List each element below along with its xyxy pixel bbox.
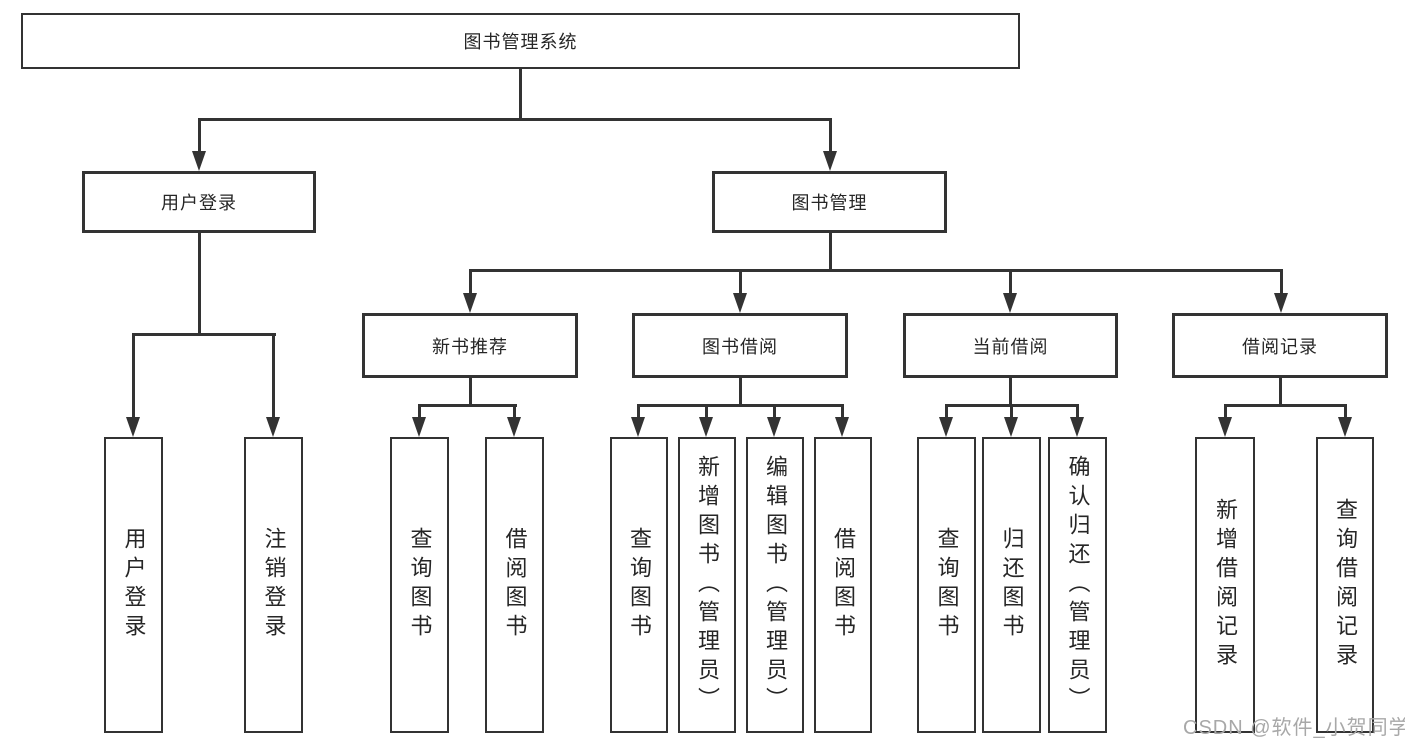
node-new-book-recommend: 新书推荐 — [362, 313, 578, 378]
arrow-down-icon — [192, 151, 206, 171]
watermark: CSDN @软件_小贺同学 — [1183, 717, 1405, 739]
leaf-label: 查询图书 — [934, 527, 960, 643]
leaf-borrow-books: 借阅图书 — [814, 437, 872, 733]
connector-line — [829, 118, 832, 154]
connector-line — [1224, 404, 1227, 422]
connector-line — [1279, 377, 1282, 407]
leaf-query-books: 查询图书 — [610, 437, 668, 733]
connector-line — [198, 118, 832, 121]
leaf-query-books: 查询图书 — [917, 437, 976, 733]
node-label: 借阅记录 — [1242, 336, 1318, 357]
arrow-down-icon — [631, 417, 645, 437]
leaf-add-borrow-record: 新增借阅记录 — [1195, 437, 1255, 733]
arrow-down-icon — [835, 417, 849, 437]
leaf-label: 查询借阅记录 — [1333, 498, 1358, 672]
connector-line — [132, 333, 135, 420]
leaf-query-books: 查询图书 — [390, 437, 449, 733]
connector-line — [1009, 269, 1012, 297]
connector-line — [272, 333, 275, 420]
node-borrowing-records: 借阅记录 — [1172, 313, 1388, 378]
leaf-label: 新增图书（管理员） — [695, 454, 720, 716]
leaf-label: 编辑图书（管理员） — [763, 454, 788, 716]
connector-line — [829, 232, 832, 272]
connector-line — [637, 404, 844, 407]
arrow-down-icon — [266, 417, 280, 437]
connector-line — [469, 377, 472, 407]
arrow-down-icon — [463, 293, 477, 313]
connector-line — [418, 404, 517, 407]
arrow-down-icon — [1004, 417, 1018, 437]
node-label: 图书借阅 — [702, 336, 778, 357]
arrow-down-icon — [733, 293, 747, 313]
node-label: 当前借阅 — [972, 336, 1049, 357]
node-book-borrowing: 图书借阅 — [632, 313, 848, 378]
connector-line — [773, 404, 776, 422]
connector-line — [513, 404, 516, 422]
connector-line — [418, 404, 421, 422]
arrow-down-icon — [699, 417, 713, 437]
leaf-label: 注销登录 — [261, 527, 287, 643]
connector-line — [198, 118, 201, 154]
leaf-label: 新增借阅记录 — [1213, 498, 1238, 672]
leaf-label: 查询图书 — [627, 527, 652, 643]
arrow-down-icon — [1218, 417, 1232, 437]
leaf-user-login: 用户登录 — [104, 437, 163, 733]
connector-line — [739, 377, 742, 407]
connector-line — [945, 404, 948, 422]
arrow-down-icon — [412, 417, 426, 437]
node-label: 新书推荐 — [432, 336, 508, 357]
leaf-label: 借阅图书 — [502, 527, 528, 643]
leaf-logout: 注销登录 — [244, 437, 303, 733]
connector-line — [469, 269, 1283, 272]
arrow-down-icon — [1338, 417, 1352, 437]
node-label: 图书管理 — [791, 193, 868, 213]
leaf-return-books: 归还图书 — [982, 437, 1041, 733]
leaf-label: 确认归还（管理员） — [1065, 454, 1091, 716]
arrow-down-icon — [507, 417, 521, 437]
arrow-down-icon — [126, 417, 140, 437]
connector-line — [469, 269, 472, 297]
node-root: 图书管理系统 — [21, 13, 1020, 69]
arrow-down-icon — [1003, 293, 1017, 313]
node-root-label: 图书管理系统 — [463, 32, 578, 52]
connector-line — [1010, 404, 1013, 422]
node-book-management: 图书管理 — [712, 171, 947, 233]
leaf-label: 归还图书 — [999, 527, 1025, 643]
leaf-borrow-books: 借阅图书 — [485, 437, 544, 733]
connector-line — [841, 404, 844, 422]
leaf-label: 借阅图书 — [831, 527, 856, 643]
leaf-label: 查询图书 — [407, 527, 433, 643]
arrow-down-icon — [823, 151, 837, 171]
node-current-borrowing: 当前借阅 — [903, 313, 1118, 378]
connector-line — [198, 233, 201, 336]
connector-line — [1344, 404, 1347, 422]
leaf-add-books-admin: 新增图书（管理员） — [678, 437, 736, 733]
connector-line — [705, 404, 708, 422]
connector-line — [519, 69, 522, 119]
connector-line — [1076, 404, 1079, 422]
connector-line — [1280, 269, 1283, 297]
arrow-down-icon — [767, 417, 781, 437]
connector-line — [132, 333, 276, 336]
leaf-query-borrow-record: 查询借阅记录 — [1316, 437, 1374, 733]
leaf-confirm-return-admin: 确认归还（管理员） — [1048, 437, 1107, 733]
connector-line — [637, 404, 640, 422]
node-label: 用户登录 — [161, 193, 237, 213]
leaf-label: 用户登录 — [121, 527, 147, 643]
arrow-down-icon — [939, 417, 953, 437]
connector-line — [739, 269, 742, 297]
connector-line — [1224, 404, 1346, 407]
connector-line — [1009, 377, 1012, 407]
leaf-edit-books-admin: 编辑图书（管理员） — [746, 437, 804, 733]
node-user-login: 用户登录 — [82, 171, 316, 233]
arrow-down-icon — [1070, 417, 1084, 437]
arrow-down-icon — [1274, 293, 1288, 313]
